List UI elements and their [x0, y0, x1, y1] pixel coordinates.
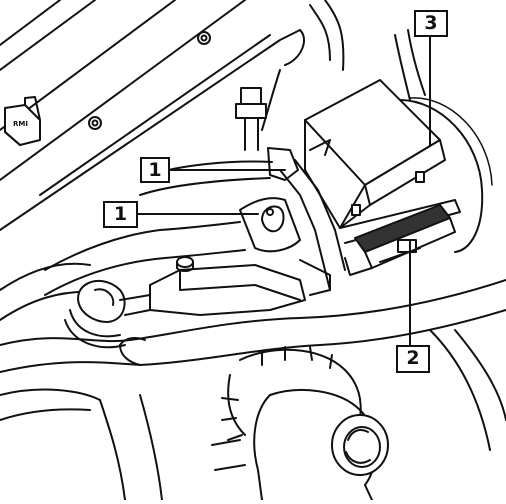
bolt-head [197, 31, 211, 45]
rmi-bracket [4, 96, 41, 146]
hose-clamp [64, 279, 151, 349]
main-hose [0, 279, 506, 373]
top-connector [235, 87, 267, 151]
upper-hoses [261, 0, 426, 131]
callout-leaders [137, 35, 431, 346]
callout-1-lower-label: 1 [113, 203, 128, 225]
rmi-embossed-text: RMI [13, 120, 28, 128]
callout-1-upper: 1 [140, 157, 170, 183]
callout-3-label: 3 [424, 12, 438, 34]
callout-2: 2 [396, 345, 430, 373]
bolt-head [88, 116, 102, 130]
electrical-connector [344, 204, 456, 276]
callout-3: 3 [414, 10, 448, 37]
mount-bracket [239, 147, 346, 296]
lower-structure [0, 329, 506, 501]
engine-block [149, 256, 306, 316]
control-module [304, 79, 461, 244]
bottom-filler-neck [211, 346, 389, 501]
callout-1-lower: 1 [103, 201, 138, 228]
callout-1-upper-label: 1 [148, 159, 162, 181]
callout-2-label: 2 [406, 347, 420, 369]
